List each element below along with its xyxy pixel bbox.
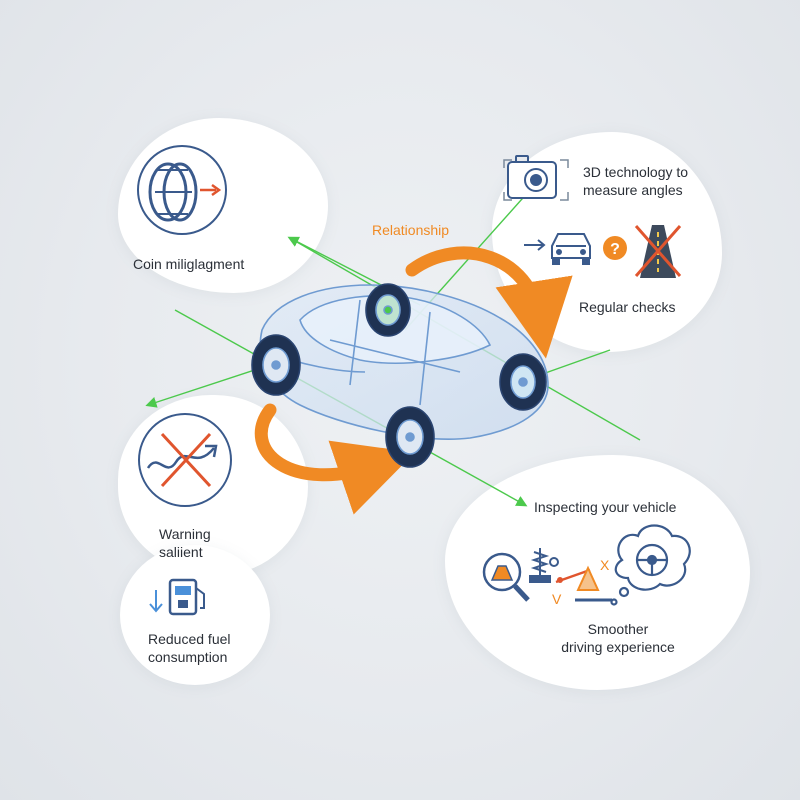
relationship-label: Relationship bbox=[372, 222, 450, 238]
question-icon: ? bbox=[603, 236, 627, 260]
connector-to-warning bbox=[145, 364, 271, 408]
camera-target-icon bbox=[503, 155, 569, 201]
tire-icon bbox=[137, 145, 227, 235]
car-window-line bbox=[329, 339, 461, 373]
crossed-trend-icon bbox=[138, 413, 232, 507]
orange-arrow-top bbox=[405, 246, 573, 359]
technology-node-label-2: measure angles bbox=[583, 182, 683, 198]
orange-cycle-arrows bbox=[254, 246, 573, 515]
wheel-front-left bbox=[251, 334, 301, 396]
wheel-rear-top bbox=[365, 283, 411, 337]
fuel-node-label-1: Reduced fuel bbox=[148, 631, 231, 647]
mark-v: V bbox=[552, 591, 562, 607]
car-illustration bbox=[251, 283, 549, 468]
balance-icon: X V bbox=[552, 557, 612, 607]
car-door-line-2 bbox=[419, 311, 431, 406]
orange-arrow-bottom bbox=[254, 403, 415, 515]
blocked-road-icon bbox=[634, 225, 682, 278]
arrow-right-icon bbox=[524, 239, 546, 251]
warning-node-label-2: saliient bbox=[159, 544, 203, 560]
smoother-node-label-2: driving experience bbox=[561, 639, 675, 655]
mark-x: X bbox=[600, 557, 610, 573]
fuel-pump-icon bbox=[149, 578, 205, 616]
car-front-icon bbox=[551, 233, 591, 265]
technology-node-label-1: 3D technology to bbox=[583, 164, 689, 180]
warning-node-label-1: Warning bbox=[159, 526, 211, 542]
magnifier-icon bbox=[482, 552, 530, 602]
steering-wheel-thought-icon bbox=[610, 524, 691, 606]
wheel-front-bottom bbox=[385, 406, 435, 468]
inspect-node-label: Inspecting your vehicle bbox=[534, 499, 677, 515]
fuel-node-label-2: consumption bbox=[148, 649, 228, 665]
blob-bottom-left bbox=[120, 545, 270, 685]
wheel-rear-right bbox=[499, 353, 547, 411]
smoother-node-label-1: Smoother bbox=[587, 621, 649, 637]
tire-node-label: Coin miliglagment bbox=[133, 256, 245, 272]
svg-text:?: ? bbox=[610, 241, 620, 258]
checks-node-label: Regular checks bbox=[579, 299, 676, 315]
suspension-icon bbox=[529, 548, 559, 583]
